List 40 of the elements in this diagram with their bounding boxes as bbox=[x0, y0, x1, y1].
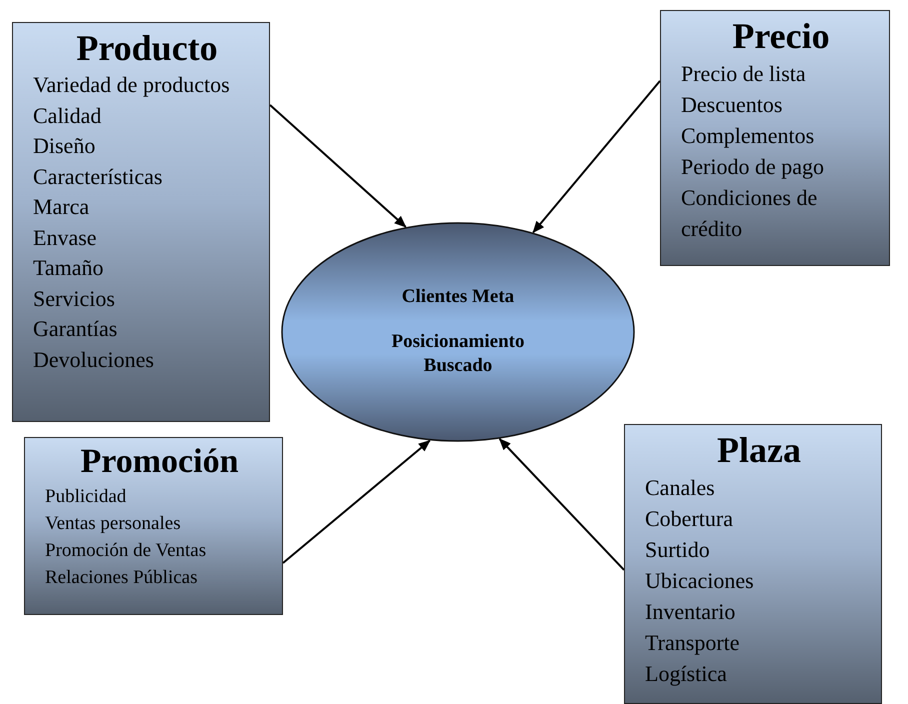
list-item: Condiciones de crédito bbox=[681, 184, 818, 244]
list-item: Canales bbox=[645, 474, 715, 502]
ellipse-text: Clientes Meta bbox=[400, 284, 516, 309]
category-box bbox=[24, 437, 283, 615]
box-heading: Precio bbox=[732, 15, 830, 58]
arrow bbox=[498, 438, 625, 571]
list-item: Tamaño bbox=[33, 254, 104, 282]
list-item: Inventario bbox=[645, 598, 736, 626]
list-item: Periodo de pago bbox=[681, 153, 824, 182]
list-item: Garantías bbox=[33, 315, 118, 344]
list-item: Complementos bbox=[681, 122, 814, 150]
list-item: Publicidad bbox=[45, 484, 126, 509]
list-item: Servicios bbox=[33, 284, 115, 313]
category-box bbox=[660, 10, 890, 266]
list-item: Calidad bbox=[33, 102, 102, 130]
list-item: Promoción de Ventas bbox=[45, 538, 206, 563]
list-item: Marca bbox=[33, 193, 90, 222]
list-item: Ubicaciones bbox=[645, 567, 754, 596]
list-item: Ventas personales bbox=[45, 512, 181, 536]
list-item: Envase bbox=[33, 224, 97, 252]
list-item: Variedad de productos bbox=[33, 71, 230, 100]
list-item: Logística bbox=[645, 660, 727, 688]
box-heading: Producto bbox=[76, 27, 218, 70]
list-item: Relaciones Públicas bbox=[45, 566, 198, 590]
arrow bbox=[269, 104, 406, 228]
box-heading: Promoción bbox=[80, 442, 238, 482]
list-item: Devoluciones bbox=[33, 346, 154, 374]
list-item: Transporte bbox=[645, 629, 740, 658]
box-heading: Plaza bbox=[717, 429, 801, 472]
list-item: Descuentos bbox=[681, 91, 782, 120]
list-item: Diseño bbox=[33, 132, 96, 160]
ellipse-text: Posicionamiento Buscado bbox=[390, 330, 526, 378]
list-item: Precio de lista bbox=[681, 60, 806, 88]
list-item: Características bbox=[33, 162, 162, 191]
category-box bbox=[12, 22, 270, 422]
category-box bbox=[624, 424, 882, 704]
list-item: Cobertura bbox=[645, 505, 733, 534]
arrow bbox=[532, 80, 661, 234]
arrow bbox=[282, 440, 431, 564]
list-item: Surtido bbox=[645, 536, 710, 564]
